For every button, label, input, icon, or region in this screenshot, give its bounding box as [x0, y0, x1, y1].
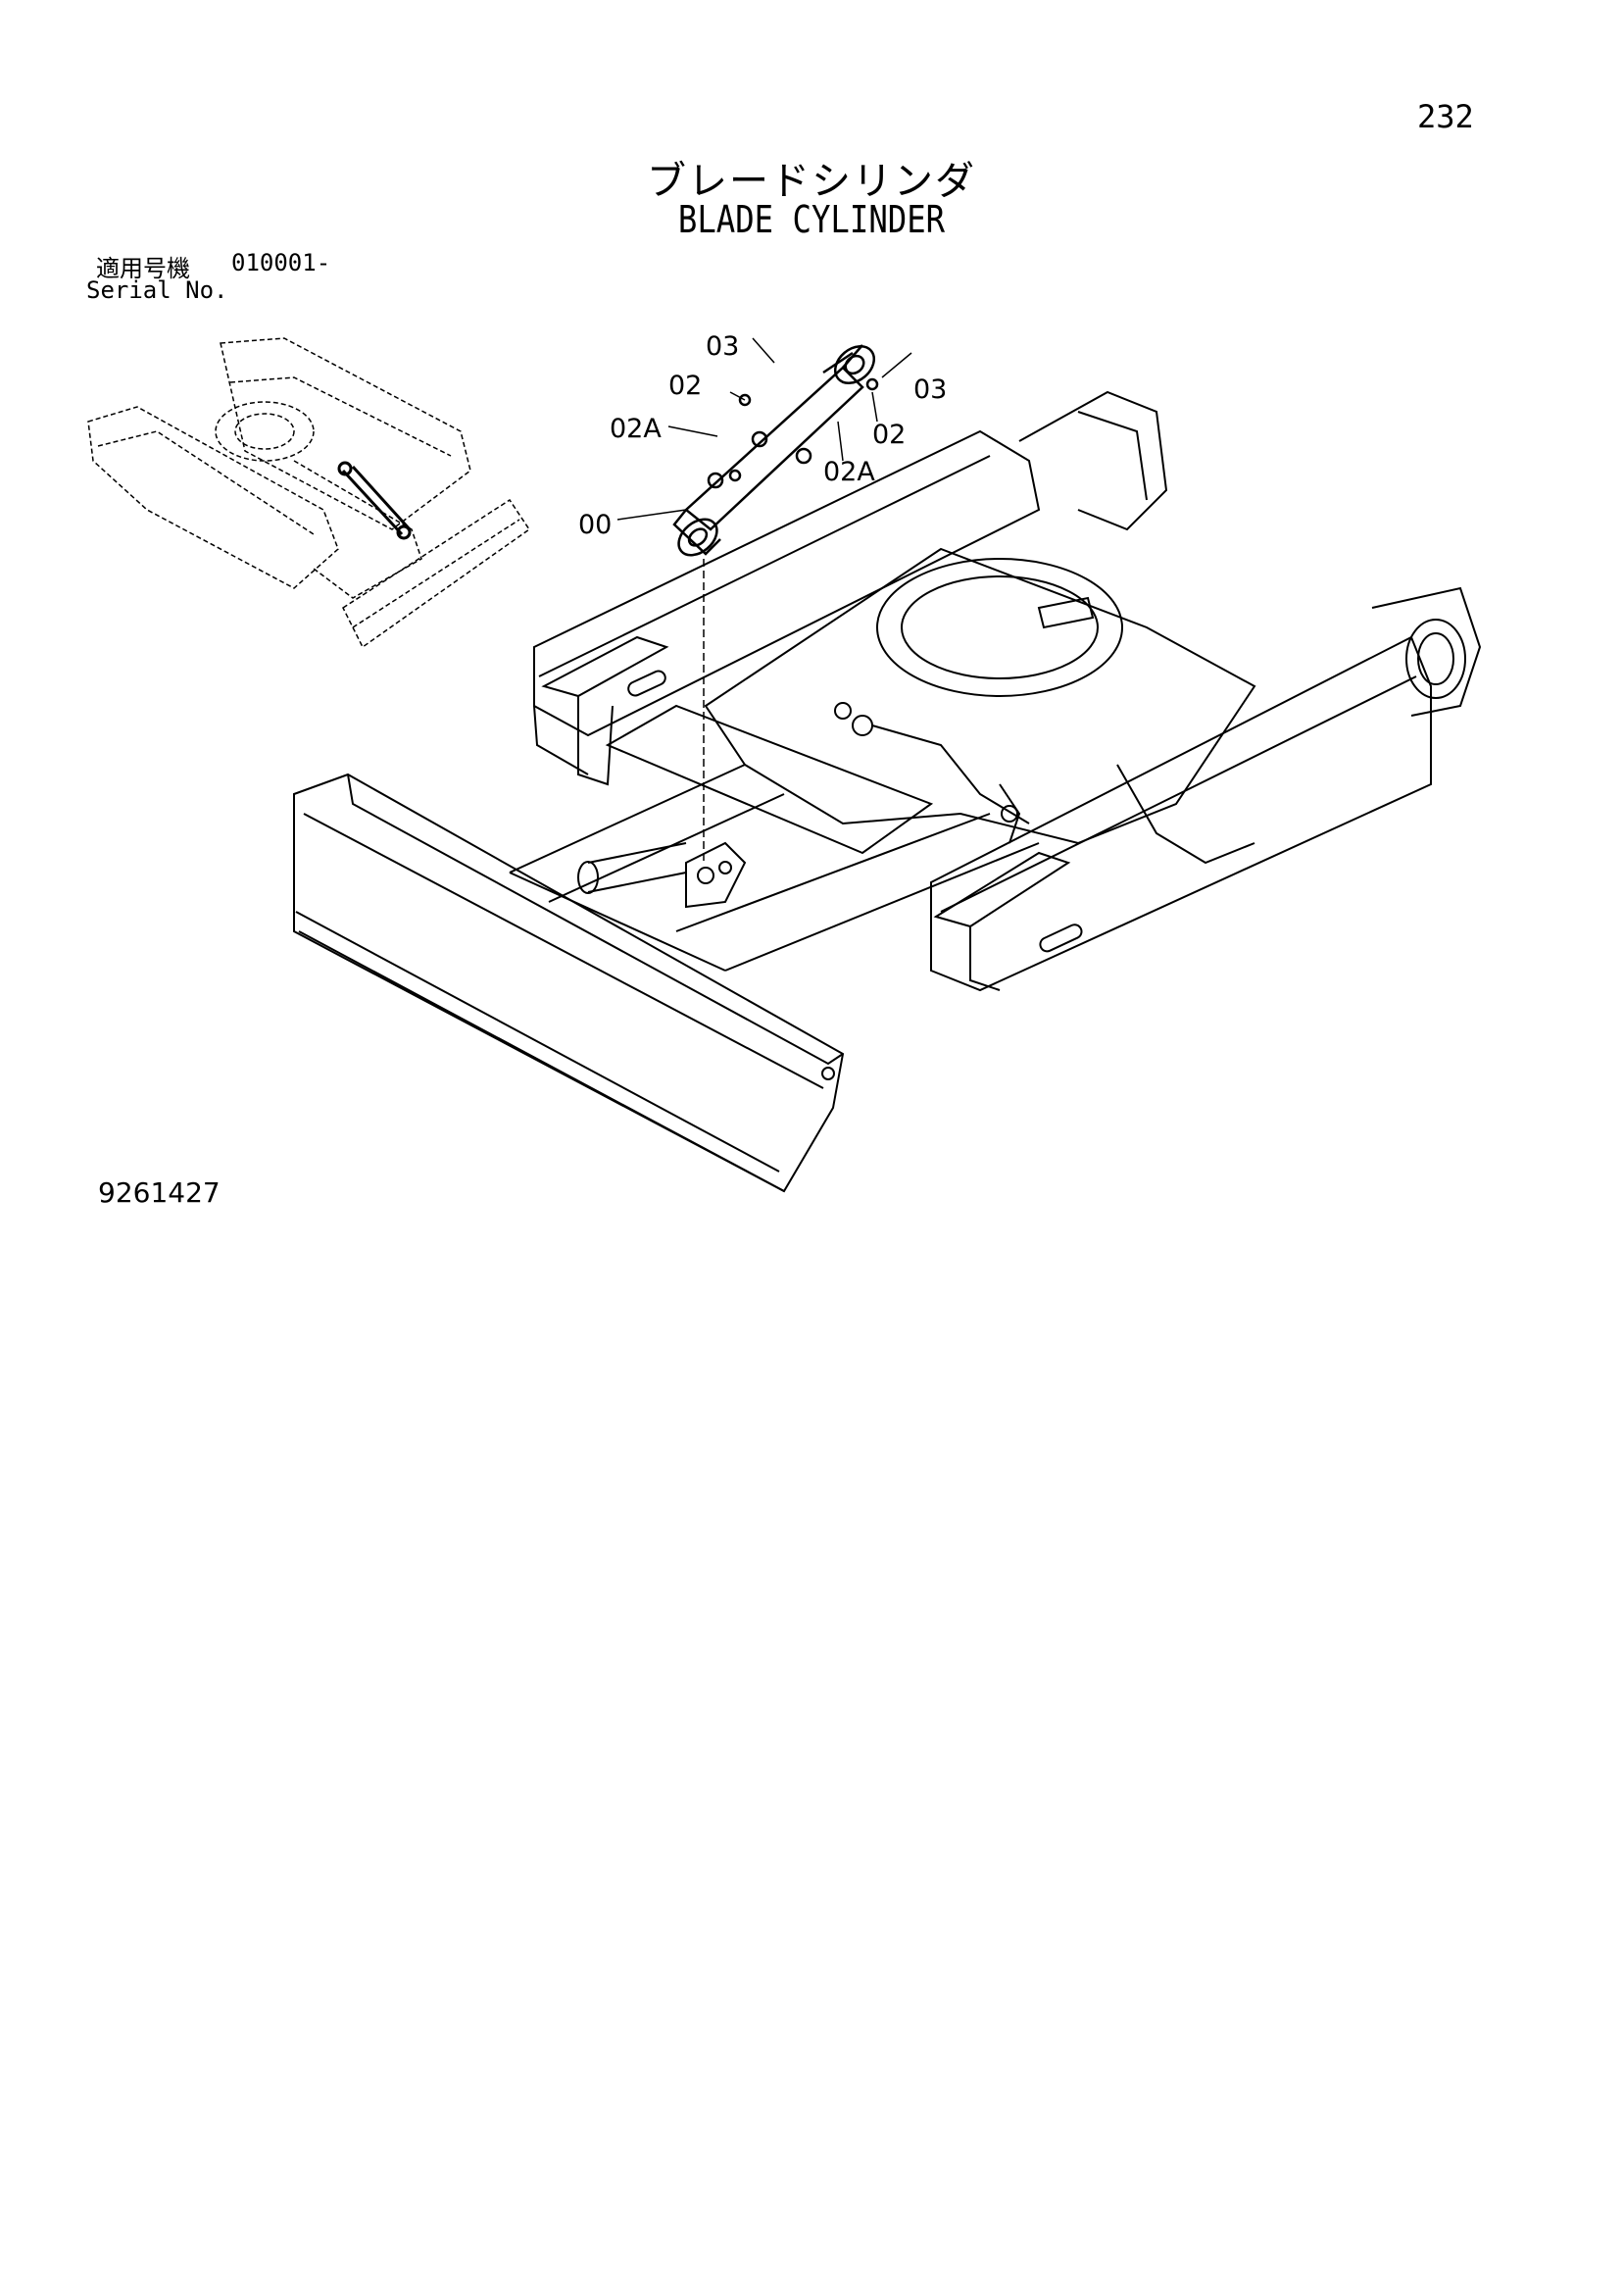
serial-value: 010001-	[231, 249, 331, 276]
callout-label: 02	[872, 420, 906, 450]
blade-cylinder-drawing	[672, 344, 879, 557]
callout-label: 02A	[823, 457, 875, 487]
page-number: 232	[1417, 98, 1474, 135]
blade-drawing	[293, 773, 845, 1193]
callout-label: 03	[913, 374, 947, 405]
callout-label: 02	[668, 371, 702, 401]
callout-label: 00	[578, 510, 612, 540]
serial-label-jp: 適用号機	[96, 255, 190, 282]
callout-label: 03	[706, 331, 739, 362]
drawing-number: 9261427	[98, 1176, 221, 1209]
frame-drawing	[509, 390, 1482, 992]
callout-label: 02A	[610, 414, 662, 444]
inset-overview-drawing	[87, 337, 531, 649]
inset-cylinder	[337, 461, 412, 540]
serial-label-en: Serial No.	[86, 276, 228, 304]
page-title-en: BLADE CYLINDER	[677, 198, 946, 241]
leader-lines	[616, 337, 912, 863]
page-title-jp: ブレードシリンダ	[647, 159, 976, 204]
